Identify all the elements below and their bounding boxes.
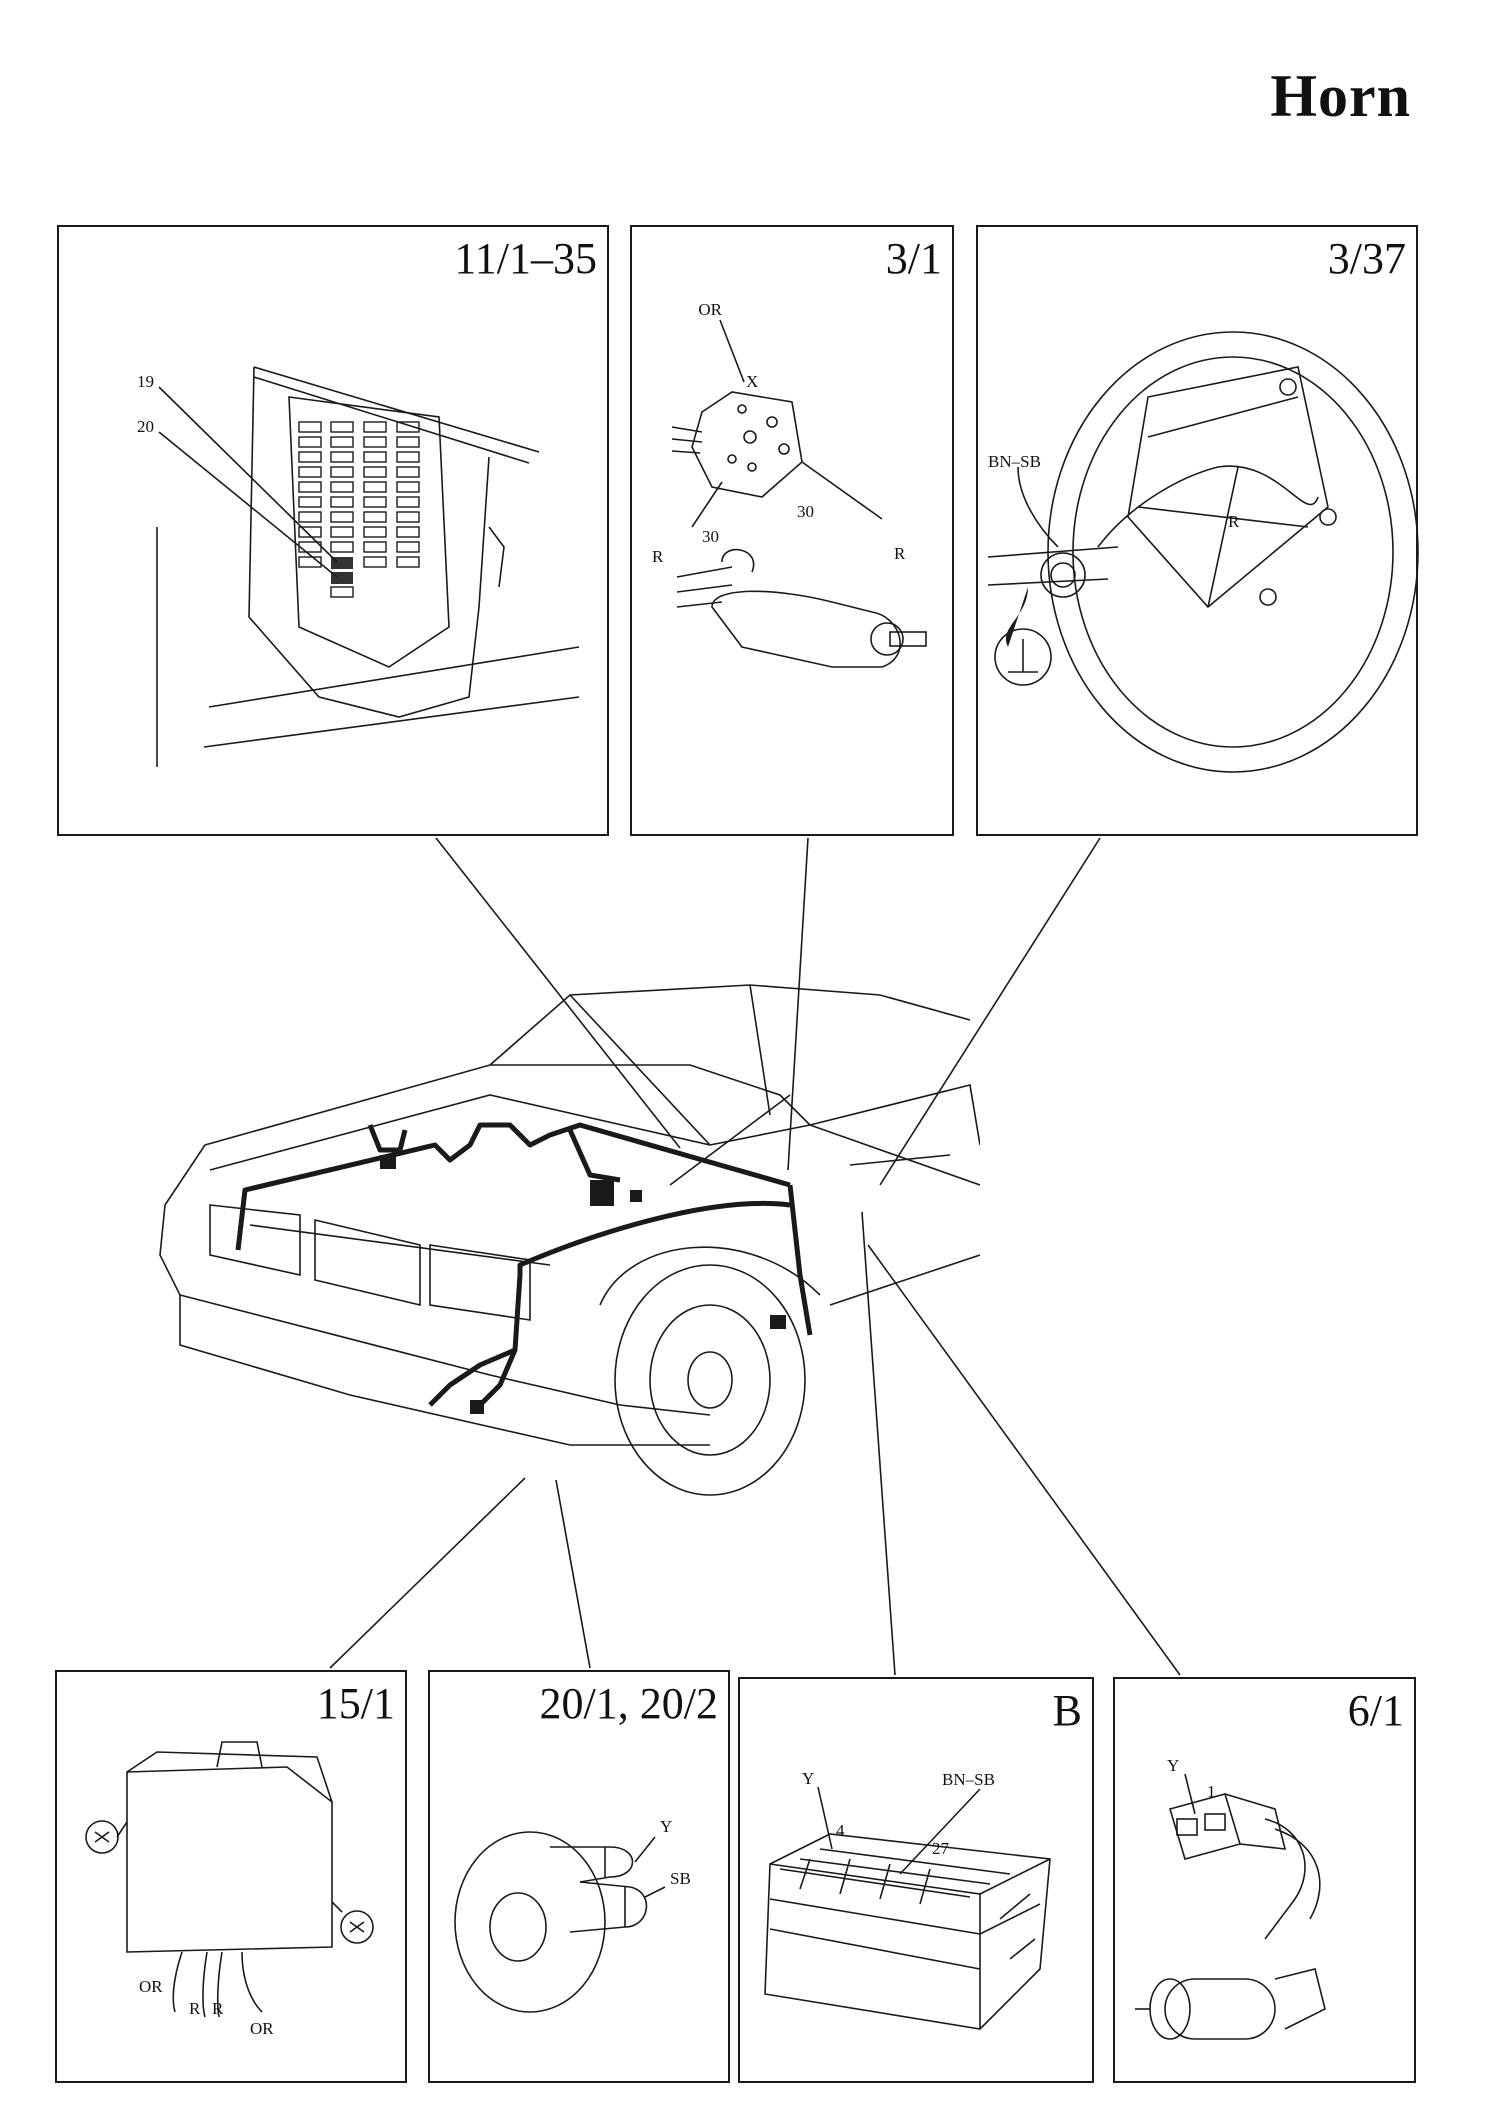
fuse-label-19: 19: [137, 372, 154, 391]
leader-horns: [555, 1479, 591, 1669]
panel-centralbox: B Y BN–SB 4 27: [738, 1677, 1094, 2083]
relay-label-r-left: R: [189, 1999, 201, 2018]
box-label-bnsb: BN–SB: [942, 1770, 995, 1789]
panel-fusebox: 11/1–35: [57, 225, 609, 836]
panel-motor: 6/1 Y 1: [1113, 1677, 1416, 2083]
horn-label-sb: SB: [670, 1869, 691, 1888]
box-label-27: 27: [932, 1839, 950, 1858]
panel-relay: 15/1 OR R R OR: [55, 1670, 407, 2083]
relay-illustration: OR R R OR: [85, 1741, 374, 2038]
leader-relay: [329, 1477, 526, 1669]
box-label-4: 4: [836, 1821, 845, 1840]
central-box-illustration: Y BN–SB 4 27: [764, 1769, 1051, 2030]
panel-steering: 3/37 BN–SB R: [976, 225, 1419, 836]
car-illustration: [159, 984, 980, 1496]
relay-label-r-right: R: [212, 1999, 224, 2018]
horn-illustration: Y SB: [454, 1817, 691, 2013]
fuse-19: [331, 557, 353, 569]
leader-motor: [867, 1244, 1181, 1676]
leader-centralbox: [861, 1211, 896, 1676]
panel-ref: 15/1: [316, 1679, 395, 1728]
steering-wheel-illustration: BN–SB R: [987, 331, 1419, 773]
motor-label-y: Y: [1167, 1756, 1179, 1775]
ignition-switch-illustration: OR X R 30 30 R: [652, 300, 927, 668]
panel-ref: 20/1, 20/2: [539, 1679, 718, 1728]
steer-label-r: R: [1228, 512, 1240, 531]
fuse-label-20: 20: [137, 417, 154, 436]
fusebox-illustration: 19 20: [137, 366, 580, 767]
leader-ignition: [787, 837, 809, 1171]
ign-label-r-right: R: [894, 544, 906, 563]
relay-label-or-left: OR: [139, 1977, 163, 1996]
fuse-20: [331, 572, 353, 584]
motor-label-1: 1: [1207, 1782, 1216, 1801]
leader-fusebox: [435, 837, 681, 1149]
ign-label-30-left: 30: [702, 527, 719, 546]
panel-ref: 11/1–35: [454, 234, 597, 283]
page-title: Horn: [1270, 63, 1411, 129]
panel-ignition: 3/1 OR X R 30 30 R: [630, 225, 954, 836]
panel-ref: 6/1: [1347, 1686, 1404, 1735]
panel-horns: 20/1, 20/2 Y SB: [428, 1670, 730, 2083]
horn-label-y: Y: [660, 1817, 672, 1836]
ign-label-r-left: R: [652, 547, 664, 566]
panel-ref: 3/37: [1327, 234, 1406, 283]
leader-steering: [879, 837, 1101, 1186]
panel-ref: B: [1052, 1686, 1082, 1735]
motor-illustration: Y 1: [1135, 1756, 1326, 2040]
ign-label-30-right: 30: [797, 502, 814, 521]
panel-ref: 3/1: [885, 234, 942, 283]
relay-label-or-right: OR: [250, 2019, 274, 2038]
ign-label-or: OR: [698, 300, 722, 319]
box-label-y: Y: [802, 1769, 814, 1788]
ign-label-x: X: [746, 372, 758, 391]
steer-label-bnsb: BN–SB: [988, 452, 1041, 471]
